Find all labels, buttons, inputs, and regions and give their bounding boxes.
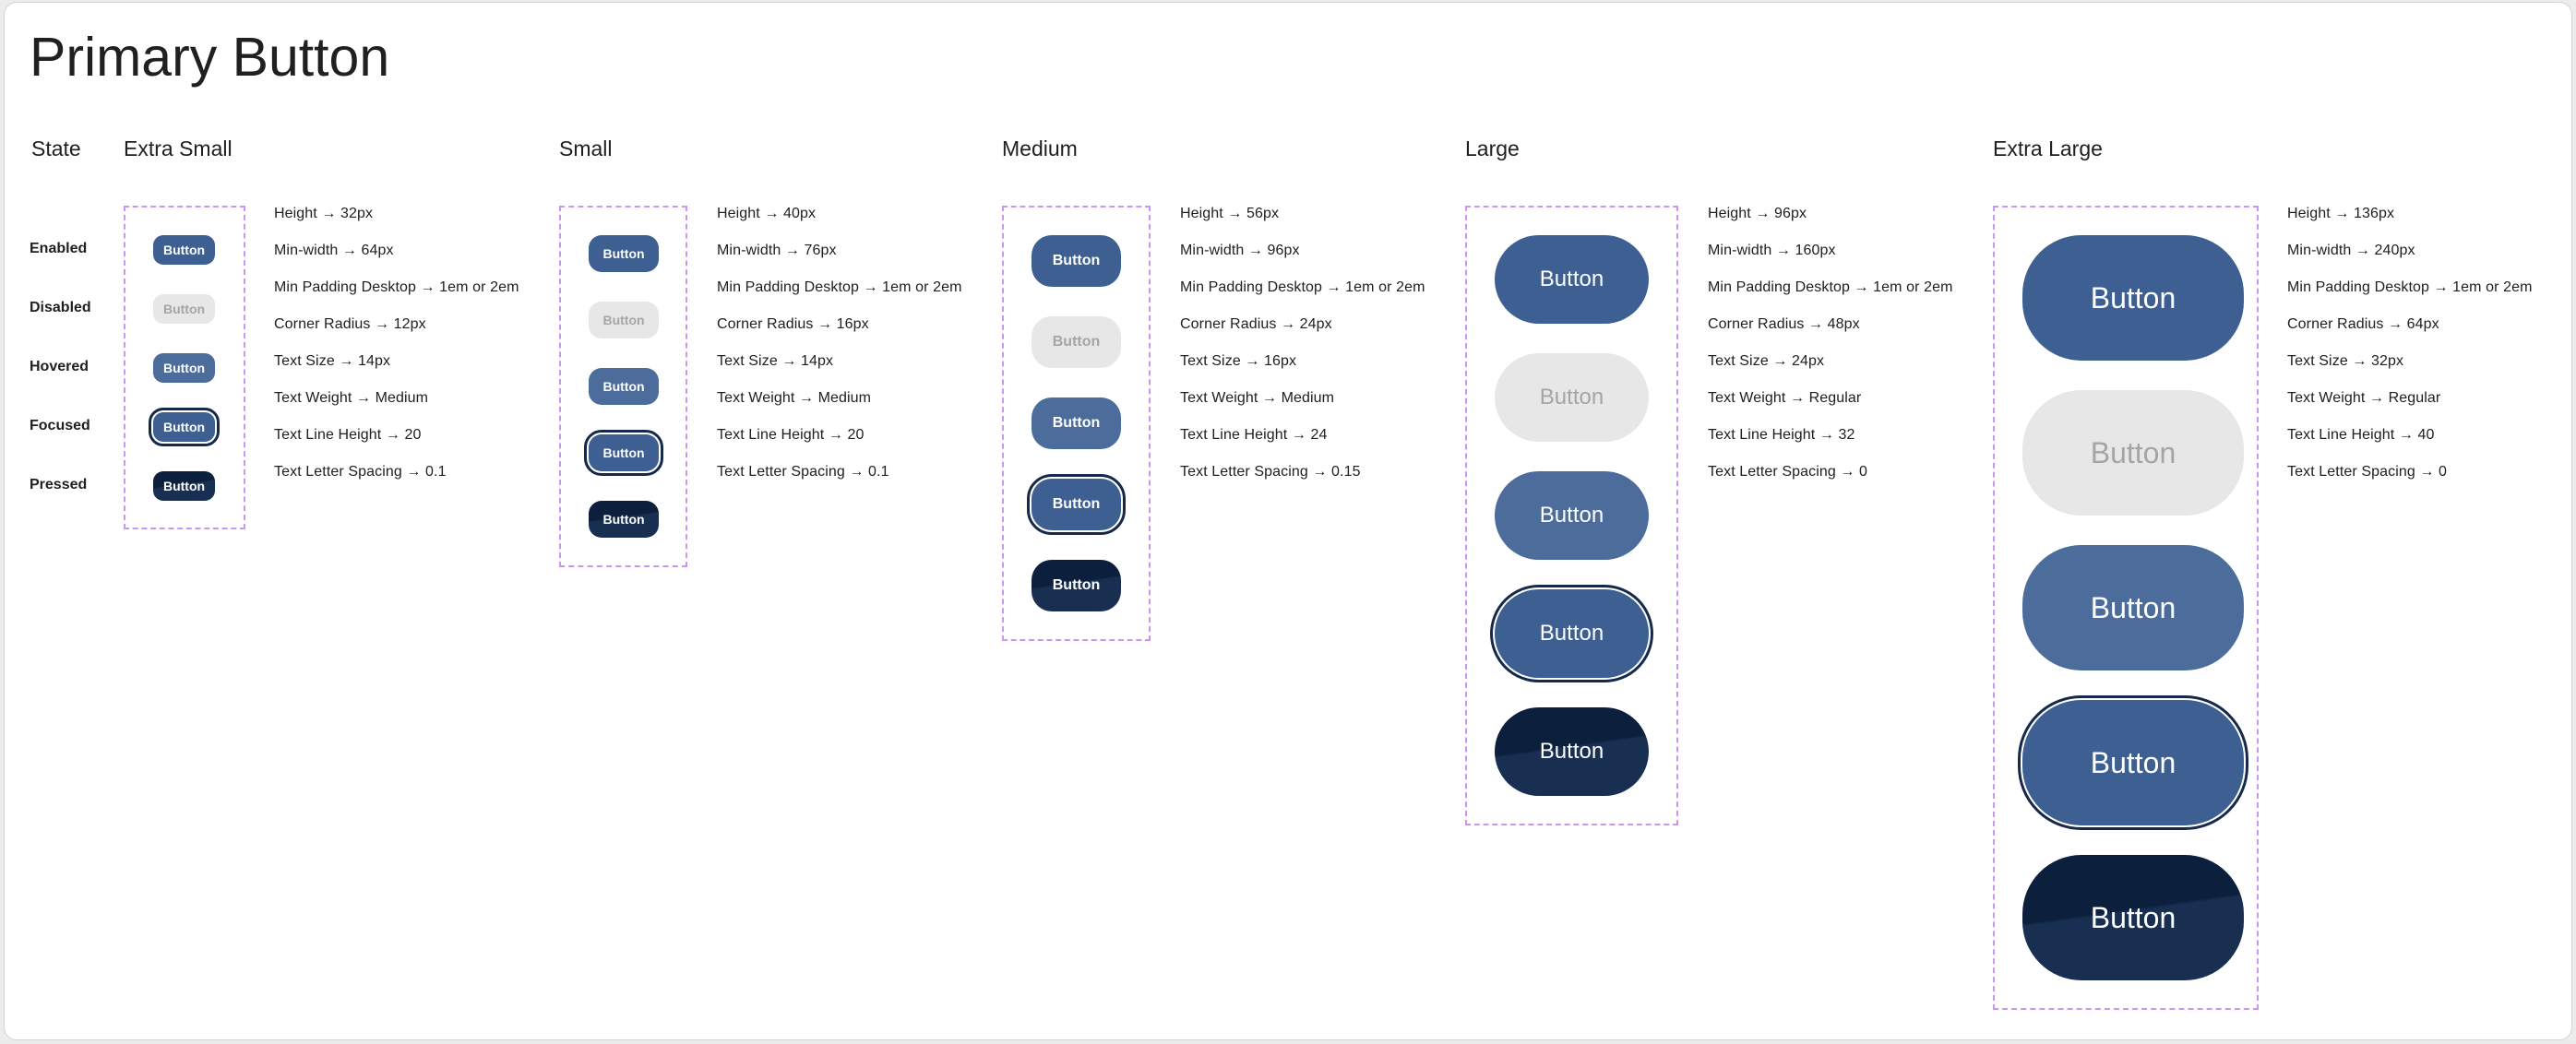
spec-large-7: Text Line Height → 32 [1708,427,1855,443]
medium-button-pressed[interactable]: Button [1032,560,1121,611]
spec-small-6: Text Weight → Medium [717,390,872,406]
spec-small-2: Min-width → 76px [717,243,837,258]
focus-ring-large [1490,585,1653,682]
state-label-pressed: Pressed [30,477,88,492]
page-title: Primary Button [30,27,390,88]
spec-small-1: Height → 40px [717,206,817,221]
spec-extra-small-4: Corner Radius → 12px [274,316,426,332]
large-button-enabled[interactable]: Button [1495,235,1649,324]
medium-button-hovered[interactable]: Button [1032,397,1121,449]
button-frame-extra-large [1993,206,2259,1010]
extra-small-button-disabled: Button [153,294,215,324]
state-label-disabled: Disabled [30,300,91,315]
focus-ring-medium [1027,474,1126,535]
spec-medium-3: Min Padding Desktop → 1em or 2em [1180,279,1425,295]
size-header-large: Large [1465,136,1520,160]
state-column-header: State [31,136,81,160]
spec-small-3: Min Padding Desktop → 1em or 2em [717,279,962,295]
spec-extra-large-6: Text Weight → Regular [2287,390,2441,406]
extra-large-button-pressed[interactable]: Button [2022,855,2244,980]
spec-large-3: Min Padding Desktop → 1em or 2em [1708,279,1953,295]
spec-small-5: Text Size → 14px [717,353,834,369]
spec-extra-large-2: Min-width → 240px [2287,243,2415,258]
extra-large-button-disabled: Button [2022,390,2244,516]
extra-small-button-pressed[interactable]: Button [153,471,215,501]
spec-medium-6: Text Weight → Medium [1180,390,1335,406]
spec-extra-large-3: Min Padding Desktop → 1em or 2em [2287,279,2533,295]
spec-large-6: Text Weight → Regular [1708,390,1862,406]
spec-extra-small-1: Height → 32px [274,206,374,221]
spec-medium-2: Min-width → 96px [1180,243,1300,258]
small-button-pressed[interactable]: Button [589,501,659,538]
spec-extra-large-4: Corner Radius → 64px [2287,316,2439,332]
spec-large-4: Corner Radius → 48px [1708,316,1860,332]
large-button-pressed[interactable]: Button [1495,707,1649,796]
large-button-hovered[interactable]: Button [1495,471,1649,560]
extra-small-button-hovered[interactable]: Button [153,353,215,383]
extra-large-button-focused[interactable]: Button [2022,700,2244,825]
spec-medium-1: Height → 56px [1180,206,1280,221]
spec-large-1: Height → 96px [1708,206,1807,221]
medium-button-disabled: Button [1032,316,1121,368]
focus-ring-extra-small [149,408,220,446]
spec-small-7: Text Line Height → 20 [717,427,865,443]
size-header-extra-small: Extra Small [124,136,233,160]
extra-large-button-enabled[interactable]: Button [2022,235,2244,361]
small-button-enabled[interactable]: Button [589,235,659,272]
spec-extra-large-5: Text Size → 32px [2287,353,2404,369]
spec-medium-5: Text Size → 16px [1180,353,1297,369]
spec-extra-small-3: Min Padding Desktop → 1em or 2em [274,279,519,295]
medium-button-focused[interactable]: Button [1032,479,1121,530]
small-button-disabled: Button [589,302,659,338]
size-header-medium: Medium [1002,136,1078,160]
focus-ring-extra-large [2018,695,2248,830]
spec-large-2: Min-width → 160px [1708,243,1836,258]
focus-ring-small [584,430,663,476]
button-frame-small [559,206,687,567]
spec-extra-large-8: Text Letter Spacing → 0 [2287,464,2448,480]
spec-small-8: Text Letter Spacing → 0.1 [717,464,889,480]
state-label-enabled: Enabled [30,241,88,256]
button-frame-medium [1002,206,1151,641]
small-button-focused[interactable]: Button [589,434,659,471]
spec-extra-small-8: Text Letter Spacing → 0.1 [274,464,447,480]
button-frame-large [1465,206,1678,825]
medium-button-enabled[interactable]: Button [1032,235,1121,287]
spec-large-5: Text Size → 24px [1708,353,1825,369]
state-label-focused: Focused [30,418,90,433]
spec-extra-small-6: Text Weight → Medium [274,390,429,406]
spec-medium-7: Text Line Height → 24 [1180,427,1328,443]
state-label-hovered: Hovered [30,359,89,374]
extra-small-button-enabled[interactable]: Button [153,235,215,265]
size-header-small: Small [559,136,613,160]
spec-extra-small-7: Text Line Height → 20 [274,427,422,443]
spec-extra-large-1: Height → 136px [2287,206,2395,221]
spec-medium-4: Corner Radius → 24px [1180,316,1332,332]
extra-large-button-hovered[interactable]: Button [2022,545,2244,670]
spec-extra-small-2: Min-width → 64px [274,243,394,258]
spec-extra-large-7: Text Line Height → 40 [2287,427,2435,443]
spec-large-8: Text Letter Spacing → 0 [1708,464,1868,480]
spec-medium-8: Text Letter Spacing → 0.15 [1180,464,1361,480]
spec-extra-small-5: Text Size → 14px [274,353,391,369]
button-frame-extra-small [124,206,245,529]
spec-small-4: Corner Radius → 16px [717,316,869,332]
large-button-focused[interactable]: Button [1495,589,1649,678]
large-button-disabled: Button [1495,353,1649,442]
small-button-hovered[interactable]: Button [589,368,659,405]
size-header-extra-large: Extra Large [1993,136,2103,160]
extra-small-button-focused[interactable]: Button [153,412,215,442]
